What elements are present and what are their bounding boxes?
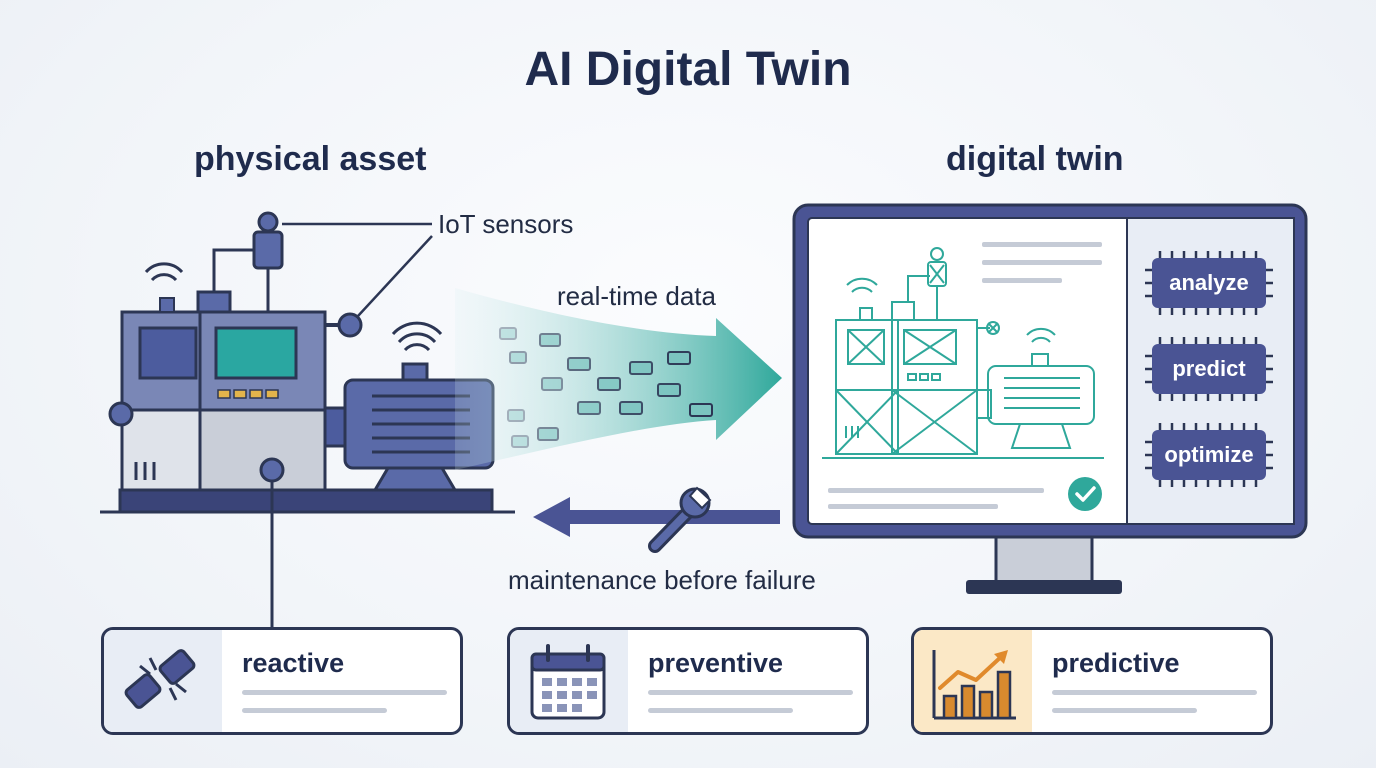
- broken-link-icon: [124, 649, 196, 709]
- predictive-text-line: [1052, 708, 1197, 713]
- chart-icon-box: [914, 630, 1032, 732]
- reactive-text-line: [242, 708, 387, 713]
- preventive-label: preventive: [648, 648, 784, 678]
- calendar-icon-box: [510, 630, 628, 732]
- preventive-text-line: [648, 690, 853, 695]
- predictive-text-line: [1052, 690, 1257, 695]
- analyze-chip: analyze: [1152, 258, 1266, 308]
- reactive-label: reactive: [242, 648, 345, 678]
- iot-sensors-label: IoT sensors: [438, 209, 574, 239]
- predictive-card: predictive: [911, 627, 1273, 735]
- optimize-chip: optimize: [1152, 430, 1266, 480]
- real-time-data-label: real-time data: [557, 281, 716, 311]
- reactive-text-line: [242, 690, 447, 695]
- physical-machine-illustration: [100, 211, 515, 628]
- page-title: AI Digital Twin: [524, 43, 852, 96]
- physical-asset-heading: physical asset: [194, 140, 427, 178]
- predict-chip: predict: [1152, 344, 1266, 394]
- maintenance-before-failure-label: maintenance before failure: [508, 565, 816, 595]
- chip-pins: [1143, 251, 1275, 489]
- reactive-card: reactive: [101, 627, 463, 735]
- calendar-icon: [530, 644, 606, 720]
- bar-chart-trend-icon: [932, 650, 1016, 720]
- preventive-text-line: [648, 708, 793, 713]
- predictive-label: predictive: [1052, 648, 1180, 678]
- preventive-card: preventive: [507, 627, 869, 735]
- digital-twin-heading: digital twin: [946, 140, 1124, 178]
- real-time-data-arrow: [455, 288, 782, 470]
- maintenance-feedback-arrow: [533, 486, 780, 553]
- broken-link-icon-box: [104, 630, 222, 732]
- wrench-icon: [648, 486, 712, 553]
